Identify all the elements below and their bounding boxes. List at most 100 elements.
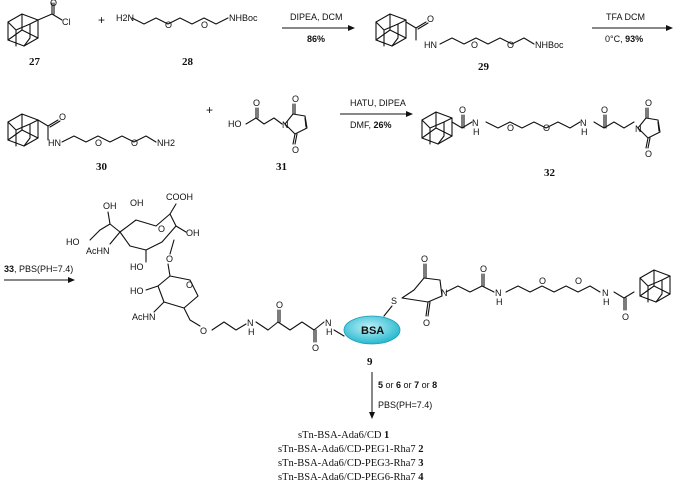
atom-o-malbot-32: O (645, 149, 652, 159)
atom-n-ada-9: N (602, 288, 609, 298)
atom-o1-29: O (471, 40, 478, 50)
atom-cooh-sia: COOH (166, 192, 193, 202)
yield-step1: 86% (307, 34, 325, 44)
atom-h-ada-9: H (603, 297, 610, 307)
atom-ho-sia1: HO (66, 237, 80, 247)
label-27: 27 (29, 56, 41, 68)
atom-oh-sia2: OH (130, 198, 144, 208)
compound-28-structure (131, 17, 229, 25)
atom-o2-30: O (131, 138, 138, 148)
atom-h-linker1: H (248, 327, 255, 337)
atom-o-bot-31: O (292, 145, 299, 155)
atom-nhboc-29: NHBoc (535, 40, 564, 50)
label-9: 9 (367, 356, 373, 368)
atom-h2n-28: H2N (116, 13, 134, 23)
label-32: 32 (544, 167, 556, 179)
atom-o2-29: O (507, 40, 514, 50)
bsa-label: BSA (361, 325, 384, 337)
atom-o2-32: O (543, 123, 550, 133)
conditions-step3-below: DMF, 26% (350, 120, 392, 130)
atom-o-linker2: O (312, 343, 319, 353)
label-28: 28 (182, 56, 194, 68)
atom-o1-32: O (507, 123, 514, 133)
atom-s-9: S (391, 296, 397, 306)
atom-o-acid-31: O (253, 98, 260, 108)
atom-n-linker2: N (325, 318, 332, 328)
atom-achn-sia: AcHN (86, 246, 110, 256)
atom-o-linker1: O (276, 300, 283, 310)
product-list: sTn-BSA-Ada6/CD 1 sTn-BSA-Ada6/CD-PEG1-R… (278, 430, 424, 483)
atom-o1-28: O (165, 20, 172, 30)
conditions-step2-above: TFA DCM (606, 12, 645, 22)
atom-n-mal-32: N (635, 124, 642, 134)
galnac-residue (145, 263, 247, 331)
product-2: sTn-BSA-Ada6/CD-PEG1-Rha7 2 (278, 444, 424, 455)
plus-sign-1: + (98, 13, 105, 27)
atom-o-amide-9: O (480, 264, 487, 274)
atom-o-29: O (427, 14, 434, 24)
atom-o-ring-galnac: O (186, 280, 193, 290)
atom-o-ring-sia: O (158, 224, 165, 234)
atom-o-glyco-link: O (166, 254, 173, 264)
atom-cl-27: Cl (62, 17, 71, 27)
atom-ho-galnac: HO (130, 286, 144, 296)
label-29: 29 (478, 61, 490, 73)
atom-o-ada-9: O (622, 312, 629, 322)
atom-n-amide1-32: N (472, 118, 479, 128)
atom-o-top-31: O (292, 94, 299, 104)
glutaryl-linker (255, 309, 345, 343)
atom-h-amide-9: H (496, 297, 503, 307)
atom-n-linker1: N (247, 318, 254, 328)
label-30: 30 (96, 161, 108, 173)
sialic-acid-residue (89, 203, 187, 263)
compound-32-structure (421, 107, 661, 149)
atom-ho-sia2: HO (130, 262, 144, 272)
conditions-step1-above: DIPEA, DCM (290, 12, 343, 22)
atom-hn-30: HN (48, 138, 61, 148)
atom-n-succ: N (441, 288, 448, 298)
atom-oh-anomeric-sia: OH (186, 228, 200, 238)
atom-achn-galnac: AcHN (132, 312, 156, 322)
atom-o-succ-bot: O (423, 318, 430, 328)
atom-h-amide1-32: H (473, 127, 480, 137)
atom-o-galnac-link: O (200, 326, 207, 336)
atom-o-27: O (50, 0, 57, 8)
plus-sign-2: + (206, 103, 213, 117)
adamantane-9 (639, 269, 671, 303)
product-3: sTn-BSA-Ada6/CD-PEG3-Rha7 3 (278, 458, 424, 469)
conditions-step4: 33, PBS(PH=7.4) (4, 264, 73, 274)
atom-o1-30: O (95, 138, 102, 148)
atom-oh-sia1: OH (103, 201, 117, 211)
atom-o1-9: O (539, 276, 546, 286)
atom-o-maltop-32: O (645, 98, 652, 108)
atom-o2-28: O (201, 20, 208, 30)
conditions-step2-below: 0°C, 93% (605, 34, 643, 44)
compound-30-structure (7, 113, 157, 147)
atom-nhboc-28: NHBoc (229, 13, 258, 23)
compound-31-structure (245, 103, 308, 145)
atom-o-succ-top: O (421, 254, 428, 264)
atom-h-amide2-32: H (581, 127, 588, 137)
compound-27-structure (7, 2, 63, 47)
conditions-step5-buffer: PBS(PH=7.4) (378, 400, 432, 410)
atom-o-30: O (59, 112, 66, 122)
compound-29-structure (375, 13, 535, 47)
atom-o-amide2-32: O (601, 105, 608, 115)
conditions-step5-reagents: 5 or 6 or 7 or 8 (378, 380, 437, 390)
atom-ho-31: HO (228, 119, 242, 129)
atom-n-31: N (282, 120, 289, 130)
atom-hn-29: HN (424, 40, 437, 50)
atom-n-amide2-32: N (580, 118, 587, 128)
atom-o2-9: O (575, 276, 582, 286)
atom-n-amide-9: N (495, 288, 502, 298)
product-4: sTn-BSA-Ada6/CD-PEG6-Rha7 4 (278, 472, 424, 483)
bsa-protein (343, 315, 401, 345)
label-31: 31 (276, 161, 287, 173)
atom-o-amide1-32: O (459, 105, 466, 115)
succinimide-adamantane-arm (383, 263, 635, 317)
atom-nh2-30: NH2 (157, 138, 175, 148)
atom-h-linker2: H (326, 327, 333, 337)
product-1: sTn-BSA-Ada6/CD 1 (298, 430, 389, 441)
conditions-step3-above: HATU, DIPEA (350, 98, 406, 108)
